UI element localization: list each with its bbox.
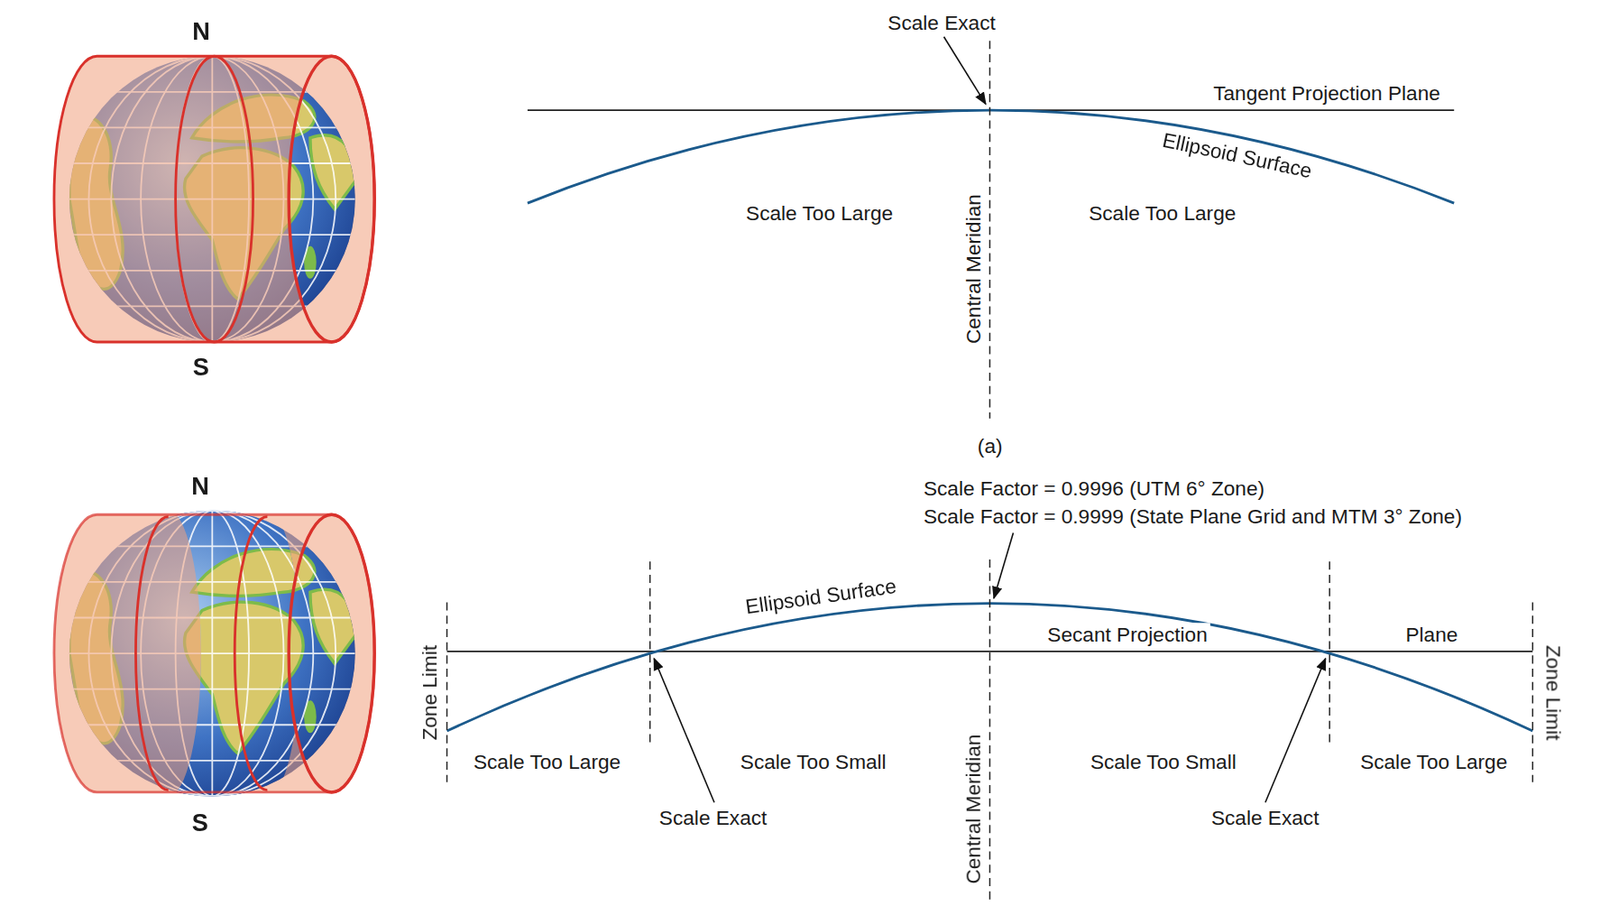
zone-limit-label: Zone Limit — [418, 641, 442, 743]
plane-label: Secant Projection — [1044, 622, 1211, 646]
pole-letter: N — [188, 471, 212, 500]
meridian-label: Central Meridian — [961, 190, 985, 347]
zone-limit-label: Zone Limit — [1540, 641, 1564, 743]
pole-letter: S — [188, 808, 212, 837]
scale-label: Scale Too Large — [1085, 201, 1240, 225]
surface-label: Ellipsoid Surface — [740, 573, 901, 619]
scale-label: Scale Too Large — [470, 749, 625, 773]
scale-label: Scale Too Small — [736, 749, 890, 773]
scale-label: Scale Too Large — [743, 201, 897, 225]
pole-letter: N — [189, 17, 213, 46]
plane-label: Plane — [1402, 622, 1462, 646]
panel-label: (a) — [974, 433, 1005, 458]
callout-label: Scale Exact — [884, 10, 999, 35]
scale-label: Scale Too Large — [1357, 749, 1511, 773]
plane-label: Tangent Projection Plane — [1210, 81, 1444, 105]
callout-label: Scale Exact — [1208, 805, 1323, 829]
scale-factor-note: Scale Factor = 0.9996 (UTM 6° Zone) — [920, 476, 1269, 500]
meridian-label: Central Meridian — [961, 730, 985, 887]
scale-label: Scale Too Small — [1086, 749, 1240, 773]
scale-factor-note: Scale Factor = 0.9999 (State Plane Grid … — [920, 504, 1466, 528]
callout-label: Scale Exact — [655, 805, 770, 829]
pole-letter: S — [189, 352, 212, 381]
